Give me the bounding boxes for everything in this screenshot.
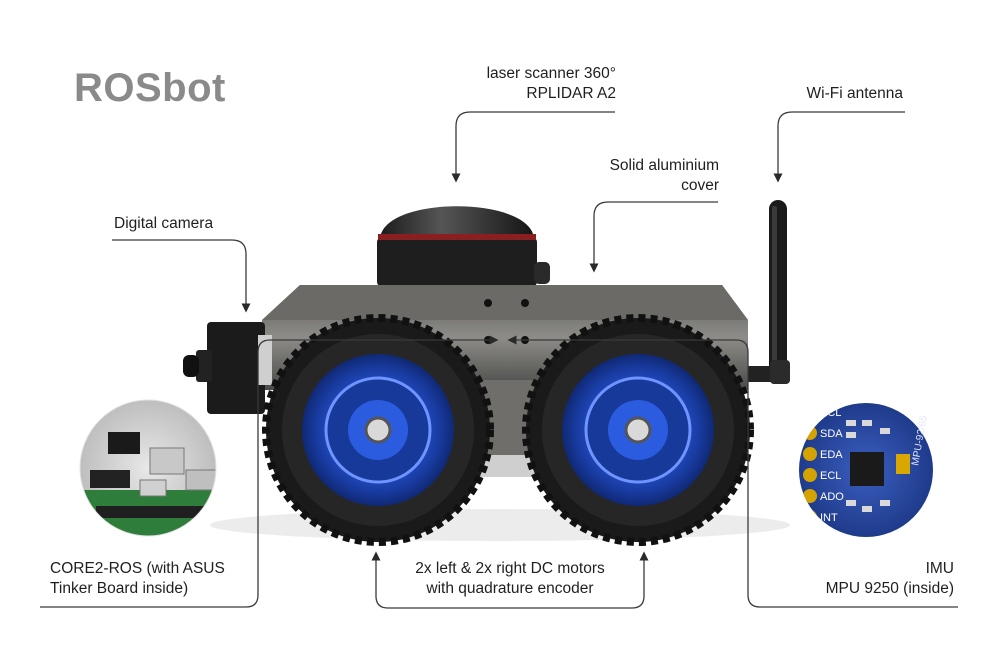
left-wheel	[262, 314, 494, 546]
camera-label-line1: Digital camera	[114, 215, 214, 232]
cover-label-line2: cover	[681, 177, 719, 194]
cover-leader	[589, 201, 718, 273]
imu-pad-label: SCL	[820, 407, 841, 419]
wifi-label: Wi-Fi antenna	[807, 84, 903, 104]
motors-label: 2x left & 2x right DC motors with quadra…	[400, 559, 620, 599]
imu-pad-label: SDA	[820, 428, 843, 440]
camera-label: Digital camera	[114, 214, 213, 234]
lidar-label-line2: RPLIDAR A2	[526, 85, 616, 102]
imu-pad-label: INT	[820, 512, 838, 524]
motors-label-line2: with quadrature encoder	[426, 580, 594, 597]
core2-leader	[40, 335, 499, 608]
imu-pad-eda	[803, 447, 817, 461]
lidar-sensor	[377, 206, 550, 286]
motors-label-line1: 2x left & 2x right DC motors	[415, 560, 605, 577]
imu-pad-label: ECL	[820, 470, 841, 482]
camera-leader	[112, 239, 251, 313]
imu-label-line2: MPU 9250 (inside)	[825, 580, 954, 597]
imu-pad-ecl	[803, 468, 817, 482]
core2-label: CORE2-ROS (with ASUS Tinker Board inside…	[50, 559, 225, 599]
leader-lines	[40, 111, 958, 609]
lidar-label: laser scanner 360° RPLIDAR A2	[487, 64, 616, 104]
lidar-leader	[451, 111, 615, 183]
imu-pad-int	[803, 510, 817, 524]
core2-board-photo	[79, 399, 217, 537]
motors-leader	[371, 551, 649, 609]
core2-label-line1: CORE2-ROS (with ASUS	[50, 560, 225, 577]
imu-pad-scl	[803, 405, 817, 419]
imu-leader	[507, 335, 958, 608]
page-title: ROSbot	[74, 66, 226, 110]
digital-camera	[183, 322, 272, 414]
imu-label-line1: IMU	[925, 560, 954, 577]
lidar-label-line1: laser scanner 360°	[486, 65, 616, 82]
wifi-antenna	[740, 200, 790, 384]
imu-pad-sda	[803, 426, 817, 440]
cover-label-line1: Solid aluminium	[609, 157, 719, 174]
cover-label: Solid aluminium cover	[610, 156, 719, 196]
imu-label: IMU MPU 9250 (inside)	[826, 559, 954, 599]
right-wheel	[522, 314, 754, 546]
imu-pad-ado	[803, 489, 817, 503]
imu-pad-label: ADO	[820, 491, 844, 503]
wifi-leader	[773, 111, 905, 183]
wifi-label-line1: Wi-Fi antenna	[806, 85, 903, 102]
core2-label-line2: Tinker Board inside)	[50, 580, 189, 597]
imu-pad-label: EDA	[820, 449, 843, 461]
